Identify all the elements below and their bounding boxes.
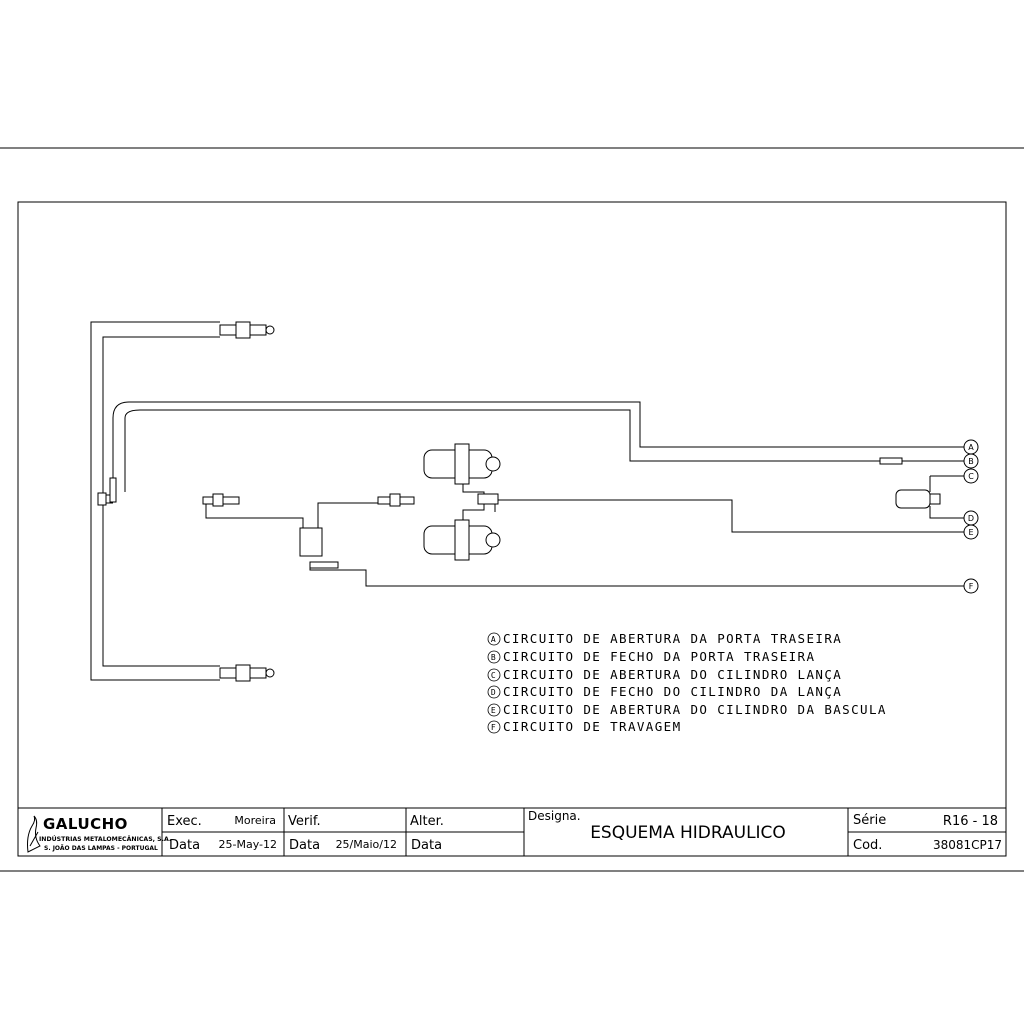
components: [97, 321, 941, 682]
verif-label: Verif.: [288, 814, 321, 829]
terminal-letters: A B C D E F: [968, 443, 974, 591]
legend-item-b: B CIRCUITO DE FECHO DA PORTA TRASEIRA: [487, 649, 815, 664]
designa-label: Designa.: [528, 809, 581, 823]
manifold-block: [97, 492, 107, 506]
company-name: GALUCHO: [43, 815, 128, 833]
legend-item-c: C CIRCUITO DE ABERTURA DO CILINDRO LANÇA: [487, 667, 842, 682]
terminal-f: [963, 578, 979, 594]
sheet-frame: [0, 147, 1024, 872]
terminal-letter: B: [968, 457, 974, 466]
company-logo: [27, 815, 41, 853]
svg-text:B: B: [491, 653, 497, 662]
svg-text:A: A: [491, 635, 497, 644]
title-block: [17, 807, 1007, 857]
rear-door-cylinder-bottom: [219, 664, 275, 682]
svg-text:D: D: [491, 688, 497, 697]
legend: A CIRCUITO DE ABERTURA DA PORTA TRASEIRA…: [487, 631, 887, 734]
svg-text:E: E: [491, 706, 497, 715]
exec-date-label: Data: [169, 838, 200, 853]
verif-date-label: Data: [289, 838, 320, 853]
legend-item-f: F CIRCUITO DE TRAVAGEM: [487, 719, 682, 734]
exec-date-value: 25-May-12: [219, 838, 277, 851]
terminal-letter: A: [968, 443, 974, 452]
serie-value: R16 - 18: [943, 814, 998, 829]
legend-text: CIRCUITO DE FECHO DA PORTA TRASEIRA: [503, 649, 815, 664]
small-cylinder-left: [202, 493, 240, 507]
lower-main-cylinder: [423, 519, 501, 561]
terminal-e: [963, 524, 979, 540]
terminal-letter: F: [969, 582, 974, 591]
rear-door-cylinder-top: [219, 321, 275, 339]
t-junction: [299, 527, 323, 557]
cod-label: Cod.: [853, 838, 882, 853]
legend-item-a: A CIRCUITO DE ABERTURA DA PORTA TRASEIRA: [487, 631, 842, 646]
terminal-letter: E: [968, 528, 973, 537]
legend-text: CIRCUITO DE TRAVAGEM: [503, 719, 682, 734]
legend-item-d: D CIRCUITO DE FECHO DO CILINDRO DA LANÇA: [487, 684, 842, 699]
terminal-c: [963, 468, 979, 484]
svg-text:C: C: [491, 671, 497, 680]
legend-item-e: E CIRCUITO DE ABERTURA DO CILINDRO DA BA…: [487, 702, 887, 717]
legend-text: CIRCUITO DE ABERTURA DO CILINDRO DA BASC…: [503, 702, 887, 717]
exec-label: Exec.: [167, 814, 202, 829]
cod-value: 38081CP17: [933, 838, 1002, 852]
alter-label: Alter.: [410, 814, 444, 829]
terminal-letter: C: [968, 472, 974, 481]
exec-value: Moreira: [234, 814, 276, 827]
company-line2: S. JOÃO DAS LAMPAS - PORTUGAL: [44, 845, 158, 852]
svg-text:F: F: [491, 723, 497, 732]
verif-date-value: 25/Maio/12: [336, 838, 397, 851]
small-cylinder-middle: [377, 493, 415, 507]
terminal-b: [963, 453, 979, 469]
legend-text: CIRCUITO DE FECHO DO CILINDRO DA LANÇA: [503, 684, 842, 699]
legend-text: CIRCUITO DE ABERTURA DO CILINDRO LANÇA: [503, 667, 842, 682]
terminals: [963, 439, 979, 594]
upper-main-cylinder: [423, 443, 501, 485]
alter-date-label: Data: [411, 838, 442, 853]
designation: ESQUEMA HIDRAULICO: [590, 823, 786, 843]
right-valve-unit: [895, 489, 941, 509]
company-line1: INDÚSTRIAS METALOMECÂNICAS, S.A.: [39, 834, 171, 843]
serie-label: Série: [853, 813, 886, 828]
legend-text: CIRCUITO DE ABERTURA DA PORTA TRASEIRA: [503, 631, 842, 646]
terminal-letter: D: [968, 514, 974, 523]
